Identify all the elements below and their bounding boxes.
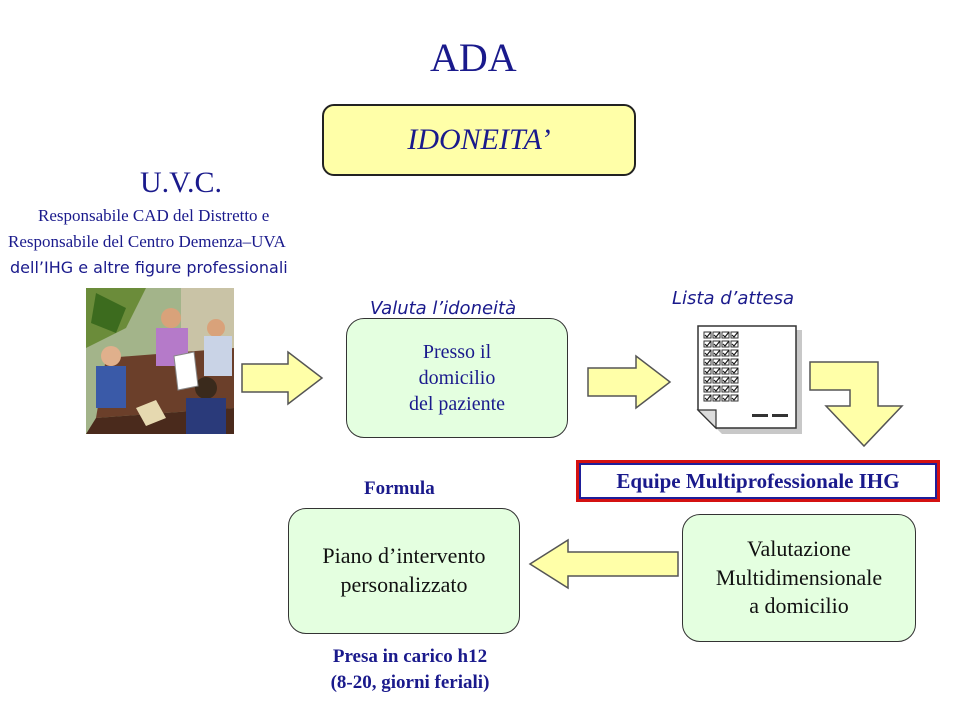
presso-line-2: domicilio — [418, 367, 496, 389]
presa-line-1: Presa in carico h12 — [332, 646, 488, 667]
arrow-right-1 — [241, 350, 324, 406]
valutazione-box: Valutazione Multidimensionale a domicili… — [682, 514, 916, 642]
valutazione-line-2: Multidimensionale — [715, 564, 883, 590]
lista-label-text: Lista d’attesa — [672, 288, 794, 309]
valutazione-line-3: a domicilio — [749, 593, 849, 619]
uvc-line-3: dell’IHG e altre figure professionali — [10, 258, 288, 277]
presa-line-2: (8-20, giorni feriali) — [330, 671, 490, 693]
presso-line-1: Presso il — [422, 341, 492, 363]
presa-label: Presa in carico h12 (8-20, giorni ferial… — [300, 644, 520, 695]
valutazione-line-1: Valutazione — [747, 536, 851, 562]
arrow-down-turn — [809, 361, 904, 448]
arrow-left — [528, 538, 679, 590]
arrow-right-2 — [587, 354, 672, 410]
valuta-label: Valuta l’idoneità — [370, 298, 516, 319]
formula-label: Formula — [364, 478, 435, 499]
uvc-title: U.V.C. — [140, 166, 222, 199]
piano-line-1: Piano d’intervento — [322, 543, 486, 569]
presso-box: Presso il domicilio del paziente — [346, 318, 568, 438]
piano-line-2: personalizzato — [340, 572, 468, 597]
page-title: ADA — [430, 35, 517, 80]
checklist-document-icon — [696, 325, 802, 434]
piano-box: Piano d’intervento personalizzato — [288, 508, 520, 634]
idoneita-label: IDONEITA’ — [407, 123, 551, 156]
equipe-label: Equipe Multiprofessionale IHG — [581, 465, 935, 497]
valuta-label-text: Valuta l’idoneità — [370, 298, 517, 319]
uvc-line-2: Responsabile del Centro Demenza–UVA — [8, 232, 286, 251]
equipe-box: Equipe Multiprofessionale IHG — [576, 460, 940, 502]
idoneita-box: IDONEITA’ — [322, 104, 636, 176]
meeting-clipart — [86, 288, 234, 434]
uvc-line-1: Responsabile CAD del Distretto e — [38, 206, 270, 225]
lista-label: Lista d’attesa — [672, 288, 794, 309]
presso-line-3: del paziente — [408, 393, 506, 415]
